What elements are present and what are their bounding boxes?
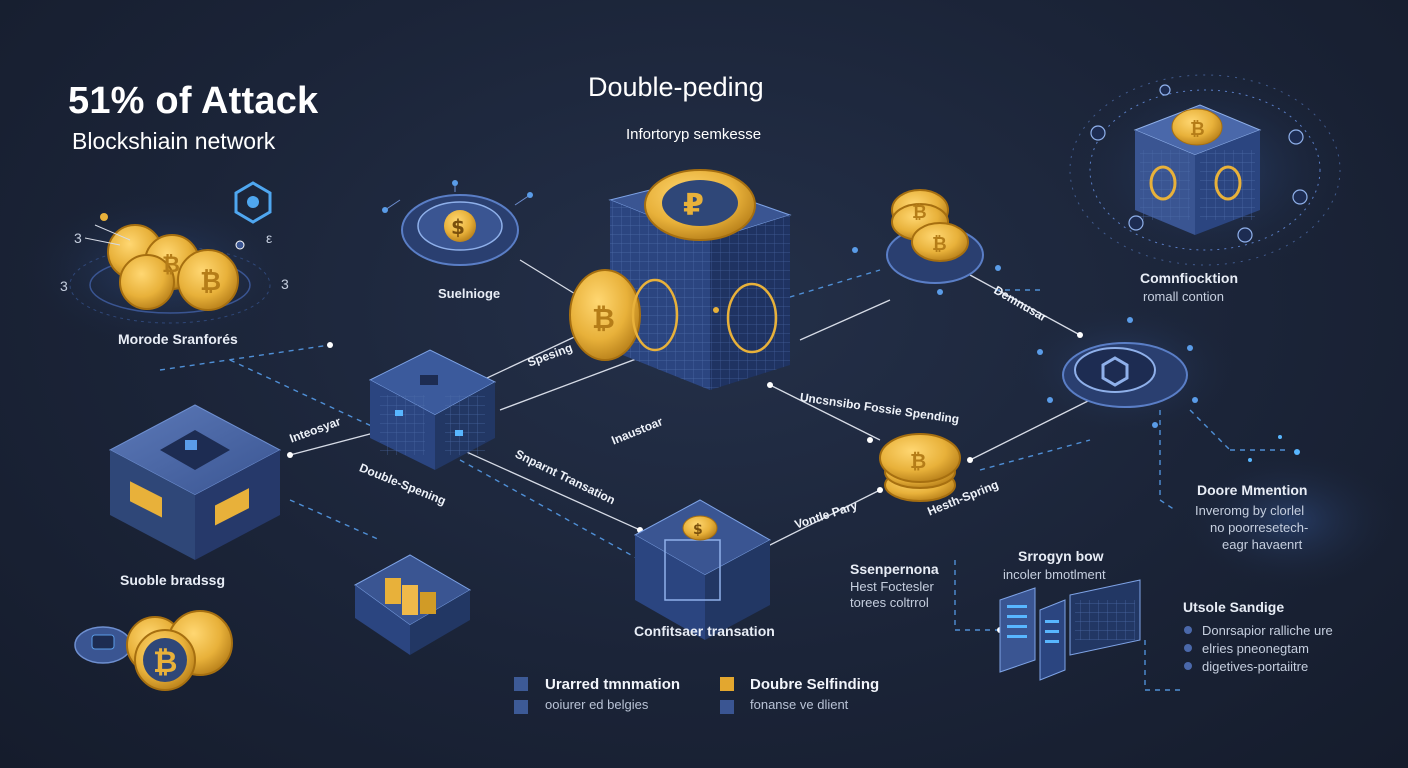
center-main-cube: ₽ ₿ (569, 169, 792, 390)
center-subtitle: Infortoryp semkesse (626, 126, 762, 143)
center-left-cube (368, 349, 497, 470)
right-panel-line-1: Inveromg by clorlel (1195, 503, 1305, 518)
usage-item-2: elries pneonegtam (1202, 641, 1309, 656)
left-block-label: Suoble bradssg (120, 572, 226, 588)
right-ring-node (1037, 317, 1198, 428)
svg-text:₿: ₿ (592, 302, 615, 335)
coin-mark-4: 3 (281, 276, 289, 292)
legend-swatch-2 (720, 677, 734, 691)
legend-swatch-1b (514, 700, 528, 714)
page-title: 51% of Attack (68, 80, 319, 122)
usage-item-3: digetives-portaiitre (1202, 659, 1309, 674)
svg-text:₿: ₿ (153, 645, 177, 680)
top-ring-node: $ (382, 180, 533, 266)
note-line-2: torees coltrrol (850, 595, 929, 610)
bottom-center-block: $ (633, 499, 772, 640)
right-panel-label: Doore Mmention (1197, 482, 1308, 498)
server-rack (999, 579, 1141, 681)
legend-swatch-1 (514, 677, 528, 691)
coin-stack-left: ₿ ₿ (69, 213, 271, 324)
left-block (108, 404, 282, 560)
right-cube-label: Comnfiocktion (1140, 270, 1238, 286)
svg-text:₿: ₿ (910, 449, 926, 473)
hexagon-icon (234, 181, 272, 224)
coin-stack-center-right: ₿ (879, 433, 961, 502)
right-panel-line-2: no poorresetech- (1210, 520, 1309, 535)
svg-text:₿: ₿ (200, 267, 221, 297)
bottom-block-label: Confitsaer transation (634, 623, 775, 639)
page-subtitle: Blockshiain network (72, 128, 276, 154)
usage-item-1: Donrsapior ralliche ure (1202, 623, 1333, 638)
bottom-tile-gold (354, 554, 471, 655)
server-label: Srrogyn bow (1018, 548, 1104, 564)
note-line-1: Hest Foctesler (850, 579, 934, 594)
svg-text:$: $ (451, 215, 465, 239)
right-panel-line-3: eagr havaenrt (1222, 537, 1303, 552)
dashed-connectors (159, 269, 1290, 691)
note-label: Ssenpernona (850, 561, 939, 577)
left-coins-label: Morode Sranforés (118, 331, 238, 347)
legend-sub-1: ooiurer ed belgies (545, 697, 649, 712)
usage-label: Utsole Sandige (1183, 599, 1285, 615)
top-ring-label: Suelnioge (438, 286, 501, 301)
right-cube-sub: romall contion (1143, 289, 1224, 304)
svg-text:₽: ₽ (683, 188, 704, 223)
legend-sub-2: fonanse ve dlient (750, 697, 849, 712)
glow-panel-right (1180, 450, 1400, 590)
coin-ring-node: ₿ ₿ (852, 189, 1001, 295)
server-sub: incoler bmotlment (1003, 567, 1106, 582)
usage-bullets (1184, 626, 1192, 670)
svg-text:$: $ (693, 522, 703, 538)
top-right-cube: ₿ (1069, 74, 1341, 266)
coin-mark-3: ε (266, 230, 273, 246)
svg-text:₿: ₿ (912, 202, 927, 223)
coin-stack-bottom-left: ₿ (74, 610, 233, 691)
coin-mark-2: 3 (60, 278, 68, 294)
glow-dots (1248, 435, 1300, 462)
center-title: Double-peding (588, 72, 764, 102)
svg-text:₿: ₿ (1190, 119, 1205, 140)
coin-mark-1: 3 (74, 230, 82, 246)
svg-text:₿: ₿ (162, 253, 180, 278)
legend-title-1: Urarred tmnmation (545, 676, 681, 693)
svg-text:₿: ₿ (932, 234, 947, 255)
legend-title-2: Doubre Selfinding (750, 676, 880, 693)
legend-swatch-2b (720, 700, 734, 714)
